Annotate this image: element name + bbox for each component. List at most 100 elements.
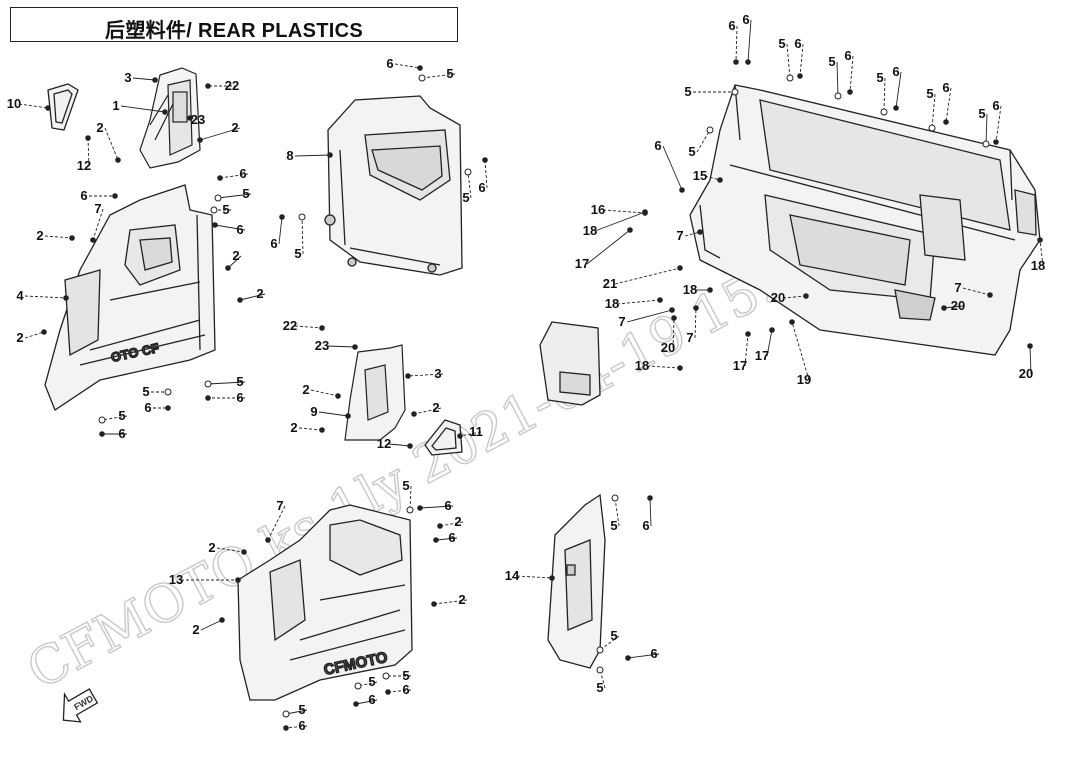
part-callout-label: 5: [402, 478, 409, 493]
leader-line: [298, 427, 323, 431]
fastener-marker: [225, 265, 231, 271]
leader-line: [267, 505, 286, 541]
fastener-marker: [217, 175, 223, 181]
leader-line: [1039, 239, 1044, 267]
fastener-marker: [352, 344, 358, 350]
part-callout-label: 18: [683, 282, 697, 297]
part-callout-label: 8: [286, 148, 293, 163]
fwd-marker: FWD: [62, 688, 99, 723]
fastener-marker: [164, 388, 172, 396]
leader-line: [310, 389, 339, 397]
part-callout-label: 2: [208, 540, 215, 555]
fastener-marker: [880, 108, 888, 116]
part-callout-label: 7: [94, 201, 101, 216]
fastener-marker: [745, 331, 751, 337]
part-callout-label: 6: [144, 400, 151, 415]
part-callout-label: 6: [478, 180, 485, 195]
leader-line: [433, 599, 468, 605]
part-callout-label: 20: [771, 290, 785, 305]
part-callout-label: 2: [432, 400, 439, 415]
part-callout-label: 6: [368, 692, 375, 707]
part-callout-label: 6: [844, 48, 851, 63]
fastener-marker: [625, 655, 631, 661]
fastener-marker: [69, 235, 75, 241]
part-callout-label: 22: [283, 318, 297, 333]
part-callout-label: 17: [575, 256, 589, 271]
leader-line: [227, 255, 242, 269]
leader-line: [439, 521, 464, 527]
fastener-marker: [677, 365, 683, 371]
fastener-marker: [112, 193, 118, 199]
part-callout-label: 2: [36, 228, 43, 243]
fastener-marker: [669, 307, 675, 313]
part-callout-label: 18: [635, 358, 649, 373]
part-8-center-panel: [324, 95, 463, 276]
fastener-marker: [98, 416, 106, 424]
fastener-marker: [993, 139, 999, 145]
fastener-marker: [457, 433, 463, 439]
part-callout-label: 6: [118, 426, 125, 441]
leader-line: [285, 709, 308, 715]
leader-line: [355, 699, 378, 705]
part-callout-label: 5: [242, 186, 249, 201]
part-callout-label: 18: [1031, 258, 1045, 273]
fastener-marker: [731, 88, 739, 96]
part-4-left-side-panel: OTO CF: [44, 184, 216, 411]
fastener-marker: [657, 297, 663, 303]
leader-line: [995, 105, 1002, 143]
fastener-marker: [298, 213, 306, 221]
leader-line: [782, 295, 807, 299]
fastener-marker: [679, 187, 685, 193]
part-callout-label: 2: [302, 382, 309, 397]
fastener-marker: [406, 506, 414, 514]
part-16-rear-tub: [689, 84, 1041, 356]
fastener-marker: [212, 222, 218, 228]
part-callout-label: 5: [298, 702, 305, 717]
leader-line: [662, 145, 683, 191]
leader-line: [696, 129, 711, 153]
part-callout-label: 5: [462, 190, 469, 205]
leader-line: [407, 373, 444, 377]
fastener-marker: [707, 287, 713, 293]
leader-line: [207, 381, 246, 385]
leader-line: [672, 317, 675, 349]
part-callout-label: 6: [239, 166, 246, 181]
fastener-marker: [115, 157, 121, 163]
fastener-marker: [596, 666, 604, 674]
leader-line: [120, 105, 166, 113]
part-callout-label: 19: [797, 372, 811, 387]
part-callout-label: 1: [112, 98, 119, 113]
part-callout-label: 5: [610, 518, 617, 533]
fastener-marker: [407, 443, 413, 449]
leader-line: [627, 653, 660, 659]
part-callout-label: 2: [256, 286, 263, 301]
fastener-marker: [214, 194, 222, 202]
leader-line: [602, 209, 646, 214]
fastener-marker: [204, 380, 212, 388]
part-callout-label: 2: [192, 622, 199, 637]
part-callout-label: 5: [222, 202, 229, 217]
fastener-marker: [405, 373, 411, 379]
part-callout-label: 23: [315, 338, 329, 353]
leader-line: [799, 43, 804, 77]
fastener-marker: [241, 549, 247, 555]
fastener-marker: [943, 119, 949, 125]
part-callout-label: 5: [294, 246, 301, 261]
fastener-marker: [210, 206, 218, 214]
part-callout-label: 6: [654, 138, 661, 153]
part-callout-label: 12: [377, 436, 391, 451]
part-callout-label: 5: [446, 66, 453, 81]
leader-line: [646, 365, 681, 369]
part-callout-label: 17: [733, 358, 747, 373]
leader-line: [626, 309, 673, 323]
part-callout-label: 3: [124, 70, 131, 85]
fastener-marker: [928, 124, 936, 132]
leader-line: [943, 305, 964, 309]
fastener-marker: [235, 577, 241, 583]
part-callout-label: 21: [603, 276, 617, 291]
leader-line: [1029, 345, 1032, 375]
part-callout-label: 2: [232, 248, 239, 263]
fastener-marker: [85, 135, 91, 141]
